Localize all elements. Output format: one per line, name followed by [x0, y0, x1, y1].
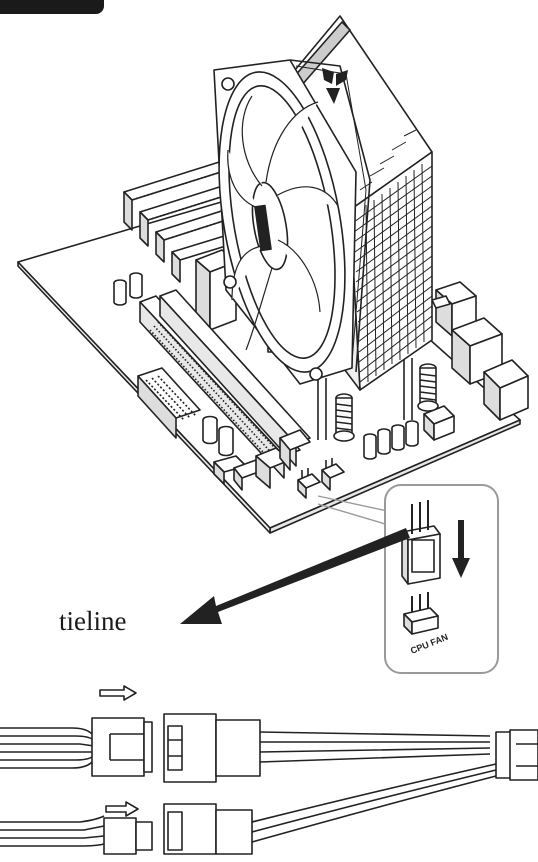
capacitors-left — [113, 272, 143, 306]
cpu-fan-header — [403, 592, 439, 635]
vrm-blocks — [431, 281, 529, 421]
corner-tab — [0, 0, 104, 14]
cable-splitter — [0, 685, 538, 855]
mounting-screws — [267, 331, 439, 442]
tieline-arrow — [180, 528, 410, 624]
fan-plug — [401, 500, 441, 585]
capacitors-bottom — [202, 415, 311, 491]
tieline-label: tieline — [59, 606, 127, 636]
cpu-fan — [213, 59, 371, 385]
atx-power-connector — [137, 367, 201, 439]
down-arrow-icon — [452, 520, 470, 578]
cpu-fan-callout: CPU FAN — [317, 484, 499, 674]
right-hollow-arrow-icon — [99, 685, 139, 817]
board-fan-headers — [297, 458, 345, 499]
ram-slots — [139, 289, 311, 479]
capacitors-right — [363, 405, 455, 460]
